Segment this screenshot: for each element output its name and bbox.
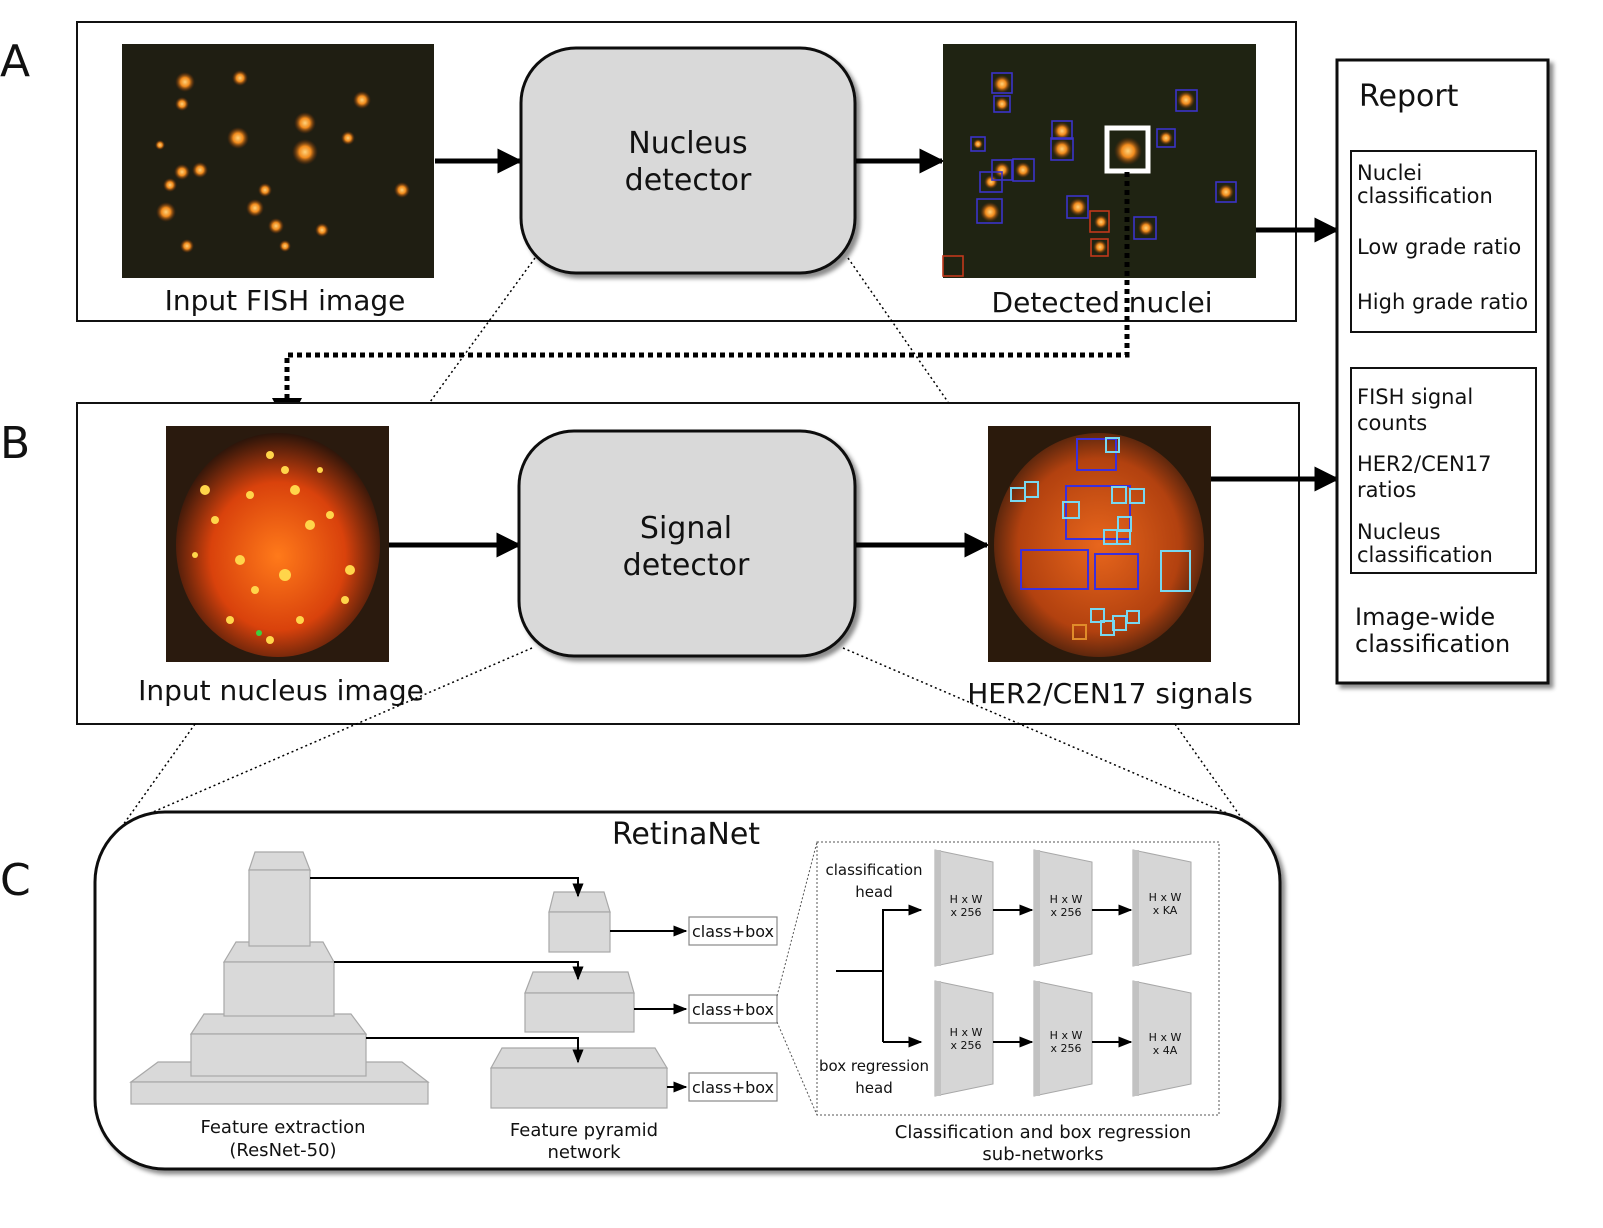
- class-box-label-2: class+box: [692, 1000, 774, 1019]
- cls-layer2-hw: H x W: [1050, 893, 1083, 906]
- report-box2-line2: counts: [1357, 411, 1427, 435]
- panel-label-b: B: [0, 418, 30, 469]
- box-layer3-c: x 4A: [1153, 1044, 1178, 1057]
- subnet-caption-1: Classification and box regression: [895, 1122, 1191, 1143]
- lateral-connections: [310, 877, 584, 1064]
- report-box2-line6: classification: [1357, 543, 1493, 567]
- report-box1-line3: Low grade ratio: [1357, 235, 1521, 259]
- input-fish-image: [122, 44, 434, 278]
- class-box-output-1: [688, 916, 778, 946]
- box-subnet-layers: [934, 980, 1192, 1097]
- backbone-caption-2: (ResNet-50): [229, 1140, 336, 1161]
- report-footer-line2: classification: [1355, 630, 1510, 658]
- subnet-zoom-bottom: [776, 1021, 818, 1116]
- report-title: Report: [1359, 79, 1459, 114]
- report-box1-line4: High grade ratio: [1357, 290, 1528, 314]
- subnet-frame: [816, 841, 1220, 1116]
- fpn-caption-1: Feature pyramid: [510, 1120, 658, 1141]
- input-fish-caption: Input FISH image: [165, 284, 406, 317]
- cls-subnet-layers: [934, 849, 1192, 967]
- box-layer2-c: x 256: [1050, 1042, 1081, 1055]
- report-box2-line4: ratios: [1357, 478, 1416, 502]
- panel-label-c: C: [0, 855, 31, 906]
- report-box2-line1: FISH signal: [1357, 385, 1473, 409]
- report-box-signals: [1350, 367, 1537, 574]
- signal-detector-box: [517, 429, 857, 658]
- zoom-line-b-left-outer: [122, 723, 196, 826]
- report-box2-line5: Nucleus: [1357, 520, 1441, 544]
- box-layer2-hw: H x W: [1050, 1029, 1083, 1042]
- signal-detector-label-2: detector: [623, 548, 750, 583]
- subnet-caption-2: sub-networks: [982, 1144, 1103, 1165]
- zoom-line-a-right: [847, 257, 949, 403]
- head-branch: [836, 904, 923, 1048]
- detected-nuclei-caption: Detected nuclei: [992, 286, 1213, 319]
- input-nucleus-image: [166, 426, 389, 662]
- fpn-caption-2: network: [547, 1142, 621, 1163]
- signal-detector-label-1: Signal: [640, 511, 732, 546]
- zoom-line-b-left-inner: [122, 647, 533, 826]
- box-layer1-c: x 256: [950, 1039, 981, 1052]
- box-layer1-hw: H x W: [950, 1026, 983, 1039]
- zoom-line-b-right-outer: [1174, 723, 1244, 821]
- class-box-label-1: class+box: [692, 922, 774, 941]
- box-head-label-2: head: [855, 1079, 892, 1097]
- cls-layer2-c: x 256: [1050, 906, 1081, 919]
- her2-signals-image: [988, 426, 1211, 662]
- backbone-blocks: [129, 851, 430, 1105]
- box-layer3-hw: H x W: [1149, 1031, 1182, 1044]
- report-box1-line1: Nuclei: [1357, 161, 1422, 185]
- box-head-label-1: box regression: [819, 1057, 929, 1075]
- cls-layer3-c: x KA: [1153, 904, 1178, 917]
- cls-head-label-1: classification: [825, 861, 922, 879]
- her2-signals-caption: HER2/CEN17 signals: [967, 677, 1253, 710]
- subnet-zoom-top: [776, 841, 818, 997]
- nucleus-detector-label-2: detector: [625, 163, 752, 198]
- report-footer-line1: Image-wide: [1355, 603, 1495, 631]
- report-box2-line3: HER2/CEN17: [1357, 452, 1491, 476]
- zoom-connector: [284, 172, 1130, 398]
- cls-head-label-2: head: [855, 883, 892, 901]
- input-nucleus-caption: Input nucleus image: [138, 674, 424, 707]
- fpn-output-arrows: [610, 925, 688, 1093]
- panel-label-a: A: [0, 36, 30, 87]
- class-box-label-3: class+box: [692, 1078, 774, 1097]
- nucleus-detector-label-1: Nucleus: [628, 126, 747, 161]
- cls-layer1-hw: H x W: [950, 893, 983, 906]
- backbone-caption-1: Feature extraction: [200, 1117, 365, 1138]
- report-box1-line2: classification: [1357, 184, 1493, 208]
- class-box-output-3: [688, 1072, 778, 1102]
- retinanet-title: RetinaNet: [612, 817, 760, 852]
- report-box-nuclei: [1350, 150, 1537, 333]
- nucleus-detector-box: [519, 46, 857, 275]
- cls-layer3-hw: H x W: [1149, 891, 1182, 904]
- cls-layer1-c: x 256: [950, 906, 981, 919]
- detected-nuclei-image: [942, 44, 1256, 278]
- class-box-output-2: [688, 994, 778, 1024]
